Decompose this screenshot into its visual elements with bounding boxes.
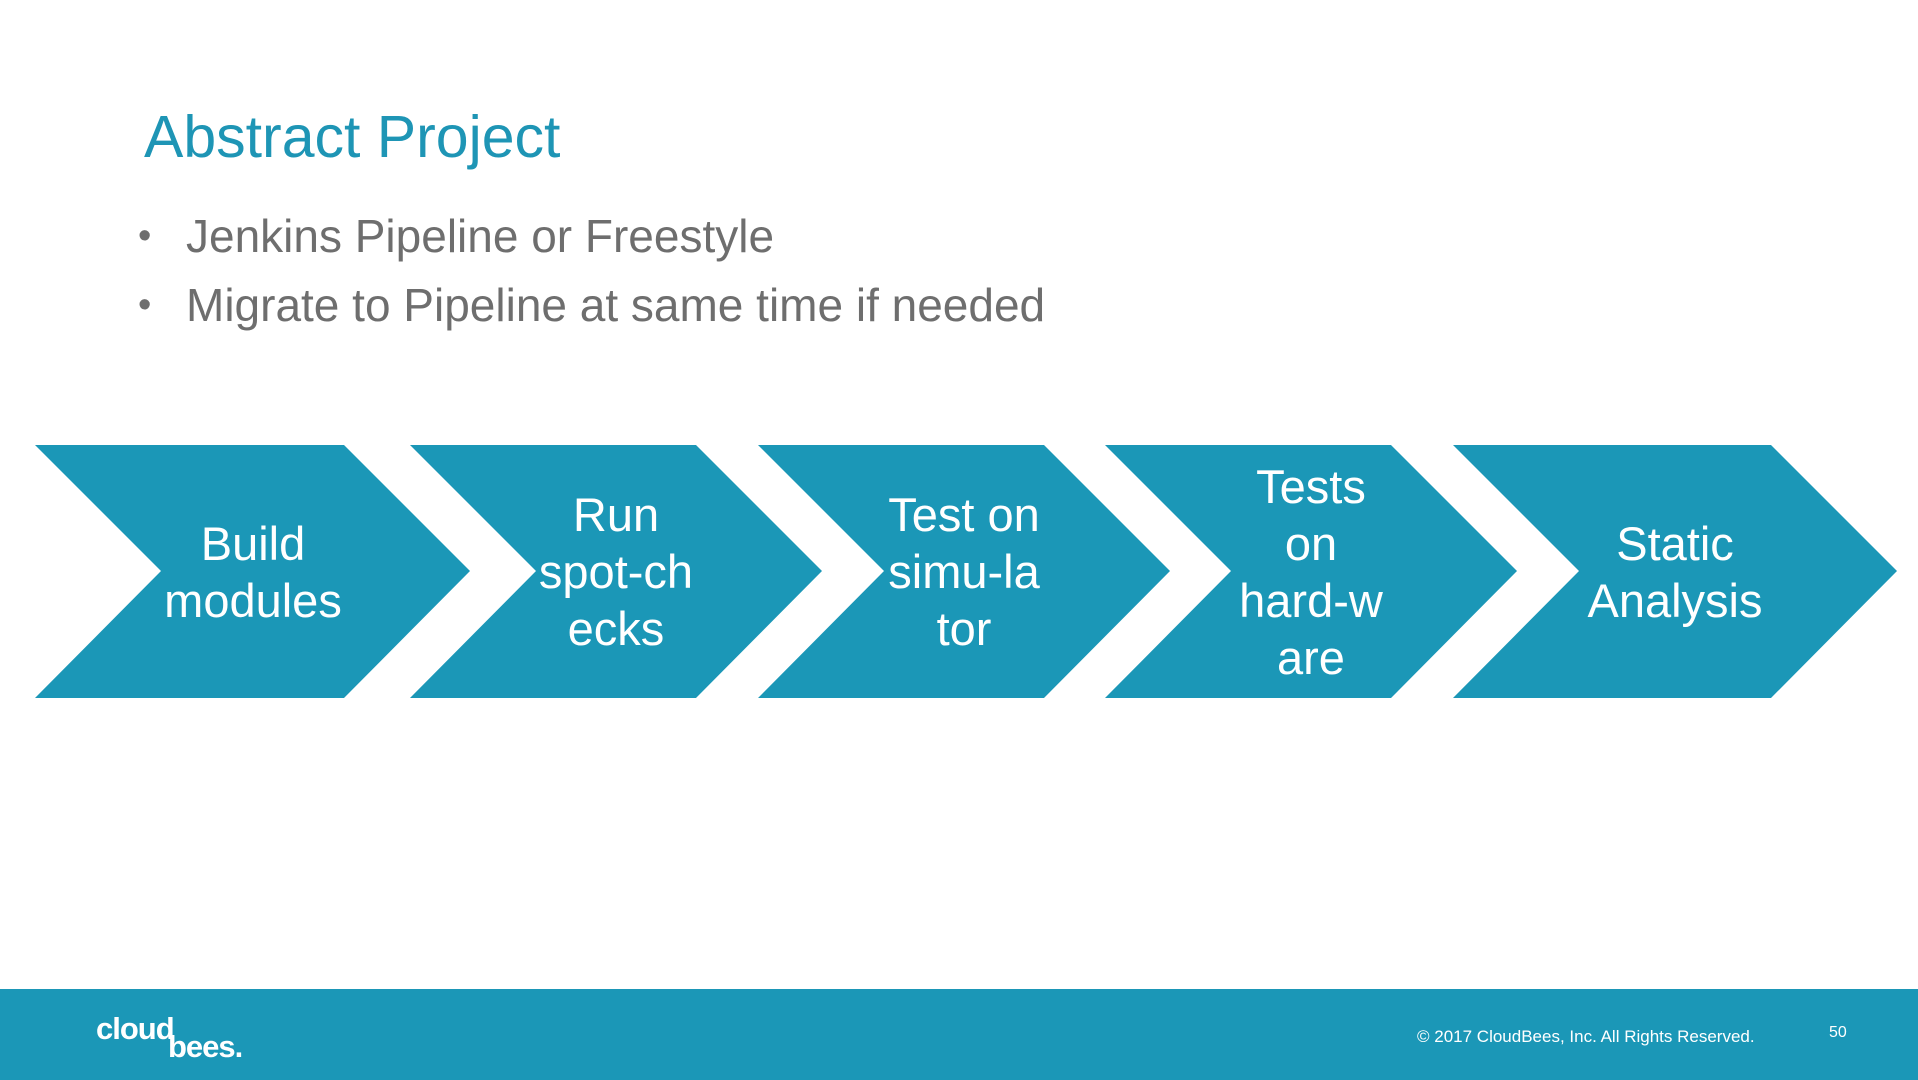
chevron-shape-4: [1105, 445, 1517, 698]
process-step-build-modules: Build modules: [164, 516, 342, 627]
chevron-shape-2: [410, 445, 822, 698]
process-step-tests-on-hardware: Tests on hard-w are: [1239, 459, 1383, 684]
slide-title: Abstract Project: [144, 104, 561, 170]
chevron-shape-5: [1453, 445, 1897, 698]
page-number: 50: [1829, 1024, 1847, 1041]
bullet-dot-icon: •: [138, 284, 152, 326]
process-step-test-on-simulator: Test on simu-la tor: [888, 488, 1040, 655]
footer-bar: cloud bees. © 2017 CloudBees, Inc. All R…: [0, 989, 1918, 1080]
logo-text-cloud: cloud: [96, 1011, 175, 1046]
chevron-shape-1: [35, 445, 470, 698]
logo-text-bees: bees.: [168, 1029, 243, 1064]
bullet-dot-icon: •: [138, 215, 152, 257]
chevron-shape-3: [758, 445, 1170, 698]
bullet-text: Jenkins Pipeline or Freestyle: [186, 210, 775, 262]
cloudbees-logo: cloud bees.: [96, 1011, 246, 1063]
bullet-item: • Jenkins Pipeline or Freestyle: [138, 202, 1045, 271]
process-step-run-spot-checks: Run spot-ch ecks: [538, 488, 694, 655]
process-step-static-analysis: Static Analysis: [1587, 516, 1763, 627]
bullet-text: Migrate to Pipeline at same time if need…: [186, 279, 1046, 331]
bullet-list: • Jenkins Pipeline or Freestyle • Migrat…: [138, 202, 1045, 340]
bullet-item: • Migrate to Pipeline at same time if ne…: [138, 271, 1045, 340]
copyright-text: © 2017 CloudBees, Inc. All Rights Reserv…: [1417, 1027, 1755, 1046]
